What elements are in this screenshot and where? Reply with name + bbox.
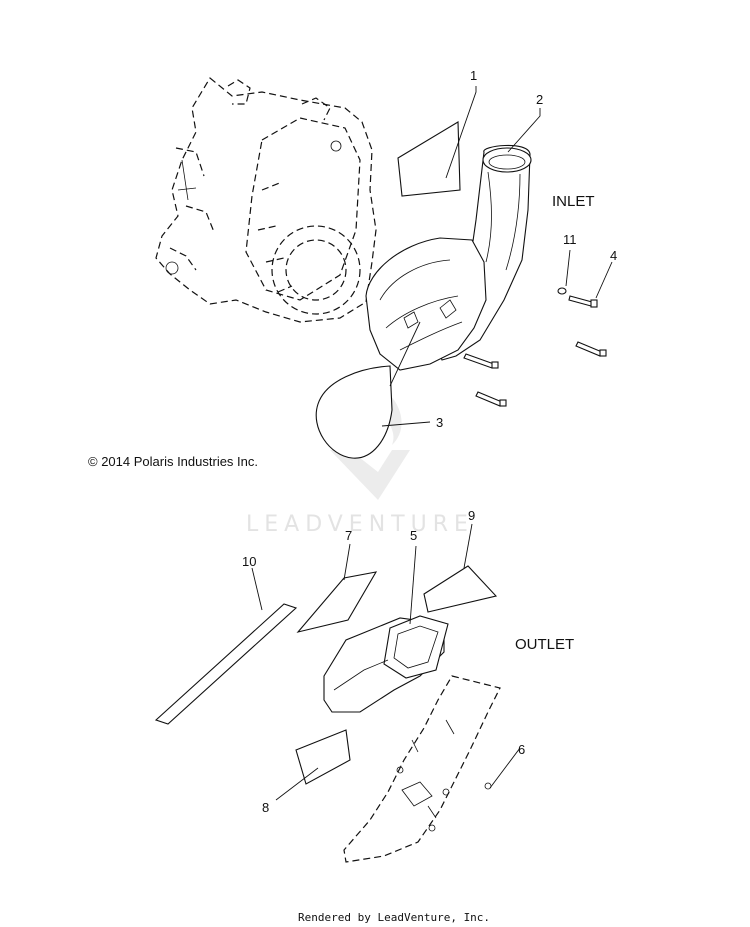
part-5-outlet-duct bbox=[323, 615, 449, 713]
engine-outline bbox=[155, 77, 377, 323]
copyright-text: © 2014 Polaris Industries Inc. bbox=[88, 454, 258, 469]
outlet-label: OUTLET bbox=[515, 636, 574, 653]
part-7-foam-pad bbox=[296, 571, 378, 633]
watermark-text: LEADVENTURE bbox=[246, 512, 474, 537]
callout-2: 2 bbox=[536, 92, 543, 107]
callout-3: 3 bbox=[436, 415, 443, 430]
housing-bolts bbox=[463, 341, 607, 407]
part-8-foam-pad bbox=[295, 729, 351, 785]
callout-8: 8 bbox=[262, 800, 269, 815]
leader-lines bbox=[251, 86, 613, 801]
callout-1: 1 bbox=[470, 68, 477, 83]
part-11-washer bbox=[557, 287, 567, 295]
part-1-pad bbox=[397, 121, 461, 197]
part-9-foam-wedge bbox=[423, 565, 498, 613]
blower-housing bbox=[365, 237, 487, 371]
part-10-strip bbox=[154, 603, 298, 725]
footer-text: Rendered by LeadVenture, Inc. bbox=[298, 911, 490, 924]
callout-5: 5 bbox=[410, 528, 417, 543]
part-6-outlet-plate bbox=[343, 675, 501, 863]
inlet-label: INLET bbox=[552, 193, 595, 210]
callout-10: 10 bbox=[242, 554, 256, 569]
part-3-gasket bbox=[315, 365, 393, 459]
callout-6: 6 bbox=[518, 742, 525, 757]
callout-7: 7 bbox=[345, 528, 352, 543]
callout-4: 4 bbox=[610, 248, 617, 263]
callout-11: 11 bbox=[563, 232, 577, 247]
part-4-bolt bbox=[568, 295, 598, 308]
callout-9: 9 bbox=[468, 508, 475, 523]
